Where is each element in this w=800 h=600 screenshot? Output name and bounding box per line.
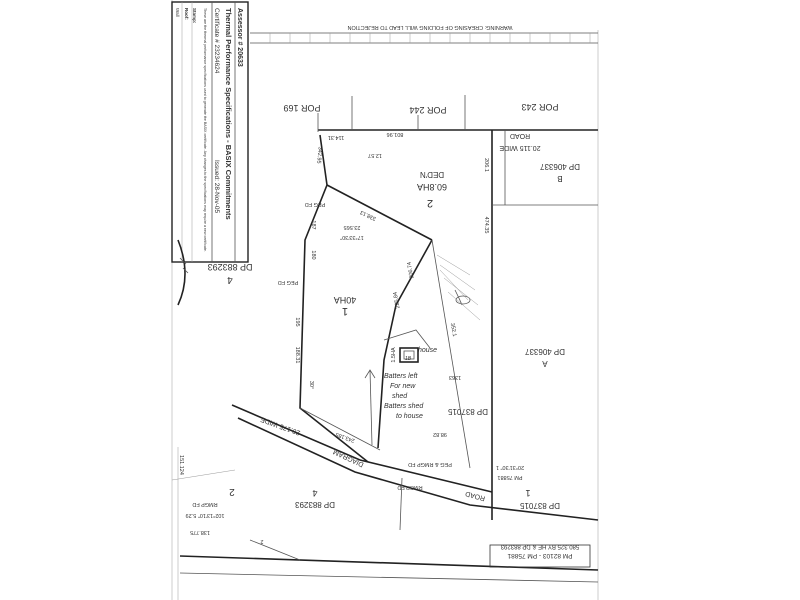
stamp-wall-label: Wall [175,8,180,17]
dim-352-1: 352.1 [449,323,457,338]
label-por169: POR 169 [283,103,320,113]
label-dp406337-b: DP 406337 [540,162,580,171]
dim-342-95: 342.95 [315,146,322,163]
label-lot-b: B [557,174,562,183]
label-dp837015: DP 837015 [448,407,488,416]
hand-note-5: to house [396,413,423,420]
basix-stamp: Assessor # 20633 Thermal Performance Spe… [171,1,249,263]
label-road-top-width: 20.115 WIDE [499,144,540,151]
stamp-title: Thermal Performance Specifications - BAS… [224,8,233,220]
label-lot1-lower: 1 [525,488,530,498]
dim-151-124: 151.124 [178,455,184,475]
stamp-issued: Issued: 28-Nov-05 [213,160,220,213]
dim-23-565: 23.565 [344,224,361,230]
dim-225-84: 225.84 [393,291,402,309]
parcel-labels: POR 169 POR 244 POR 243 60.8HA DED'N 2 4… [208,102,580,510]
dim-188-31: 188.31 [294,347,300,364]
label-lot2-num: 2 [427,197,433,209]
label-dp883293-lower: DP 883293 [295,500,335,509]
dim-peg-rmgp: PEG & RMGP FD [408,461,452,467]
dim-bearing-1: 17°33'30" [340,234,364,240]
label-lot2-note: DED'N [420,170,444,179]
label-dp406337-a: DP 406337 [525,347,565,356]
label-lot2-lower: 2 [229,486,235,497]
label-lot1-num: 1 [342,305,348,317]
dim-12-57: 12.57 [368,152,382,158]
label-lot4-dp: DP 883293 [208,262,253,272]
dim-pm-75881: PM 75881 [497,474,522,480]
label-road-mid: ROAD [465,490,486,502]
footer-line-2: 580.325 BY HE & DP 883293 [500,543,579,549]
dim-98-82: 98.82 [433,431,447,437]
label-dp837015-lower: DP 837015 [520,501,560,510]
hand-note-6: house [418,347,437,354]
warning-text: WARNING: CREASING OF FOLDING WILL LEAD T… [347,24,512,30]
dim-30-deg: 30° [308,381,314,389]
label-lot2-area: 60.8HA [417,182,447,192]
dim-187: 187 [310,220,316,229]
scan-curve [177,239,186,306]
stamp-assessor: Assessor # 20633 [236,8,243,67]
hand-note-3: shed [392,393,408,400]
label-road-top: ROAD [510,132,530,139]
footer-box: PM 82103 - PM 75881 580.325 BY HE & DP 8… [489,543,591,568]
label-por244: POR 244 [409,105,446,115]
dim-206-74: 206.74 [407,261,416,279]
dim-peg-fd-1: PEG FD [278,279,299,285]
hand-note-4: Batters shed [384,403,424,410]
hand-note-7: 1B [405,356,412,362]
dim-180: 180 [310,250,316,259]
hand-note-1: Batters left [384,373,419,380]
dim-rmgp-1: RMGP FD [397,484,422,490]
top-header-strip: WARNING: CREASING OF FOLDING WILL LEAD T… [250,24,598,44]
dim-bearing-2: 102°13'10" 5.29 [186,512,225,518]
dim-rmgp-2: RMGP FD [192,501,217,507]
footer-line-1: PM 82103 - PM 75881 [507,552,572,559]
handwritten-notes: Batters left For new shed Batters shed t… [384,347,437,420]
hand-note-2: For new [390,383,416,390]
dim-1363: 1363 [449,374,461,380]
building-sketch [399,347,419,363]
label-lot1-area: 40HA [334,295,357,305]
label-lot4-num: 4 [227,274,233,285]
dim-474-35: 474.35 [483,217,489,234]
stamp-certificate: Certificate # 23234624 [213,8,220,74]
stamp-roof-line: Roof: [184,8,189,20]
dim-801-96: 801.96 [387,131,404,137]
dim-2: 2 [260,538,263,544]
dim-1-5ha: 1.5HA [391,347,397,363]
dim-138-775: 138.775 [190,529,210,535]
dim-bearing-3: 20°31'30" 1 [496,464,524,470]
label-lot-a: A [542,359,548,368]
dim-peg-fd-2: PEG FD [305,201,326,207]
stamp-disclaimer: These are the thermal performance specif… [203,8,207,252]
label-lot4-lower: 4 [312,488,317,498]
dim-206-1: 206.1 [483,158,489,172]
dim-114-31: 114.31 [328,134,344,140]
scan-marks [179,257,189,274]
stamp-stamp-line: Stamp: [192,8,197,24]
dim-195: 195 [294,317,300,326]
label-por243: POR 243 [521,102,558,112]
parcel-boundaries [171,95,599,600]
